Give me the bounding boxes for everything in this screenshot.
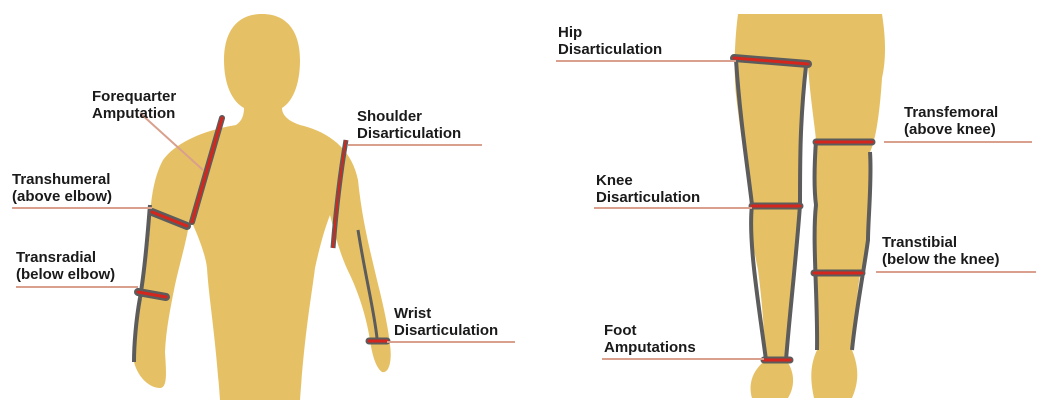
transtibial-label-line2: (below the knee): [882, 251, 1000, 268]
wrist-underline: [387, 341, 515, 343]
transradial-label-line1: Transradial: [16, 249, 115, 266]
knee-underline: [594, 207, 752, 209]
shoulder-label-line1: Shoulder: [357, 108, 461, 125]
shoulder-label-line2: Disarticulation: [357, 125, 461, 142]
transtibial-label-line1: Transtibial: [882, 234, 1000, 251]
transfemoral-label: Transfemoral (above knee): [904, 104, 998, 138]
foot-label-line2: Amputations: [604, 339, 696, 356]
hip-underline: [556, 60, 736, 62]
knee-label: Knee Disarticulation: [596, 172, 700, 206]
transfemoral-label-line1: Transfemoral: [904, 104, 998, 121]
transradial-underline: [16, 286, 138, 288]
transfemoral-underline: [884, 141, 1032, 143]
hip-label-line2: Disarticulation: [558, 41, 662, 58]
upper-body-silhouette: [133, 14, 390, 400]
transhumeral-underline: [12, 207, 152, 209]
shoulder-underline: [348, 144, 482, 146]
transradial-label: Transradial (below elbow): [16, 249, 115, 283]
hip-label-line1: Hip: [558, 24, 662, 41]
transhumeral-label-line2: (above elbow): [12, 188, 112, 205]
upper-body-figure: [133, 14, 390, 400]
transhumeral-label-line1: Transhumeral: [12, 171, 112, 188]
transhumeral-label: Transhumeral (above elbow): [12, 171, 112, 205]
wrist-label-line2: Disarticulation: [394, 322, 498, 339]
foot-label-line1: Foot: [604, 322, 696, 339]
forequarter-label: Forequarter Amputation: [92, 88, 176, 122]
shoulder-label: Shoulder Disarticulation: [357, 108, 461, 142]
lower-body-figure: [734, 14, 885, 398]
knee-label-line2: Disarticulation: [596, 189, 700, 206]
wrist-label: Wrist Disarticulation: [394, 305, 498, 339]
transradial-cut: [138, 292, 166, 297]
transradial-label-line2: (below elbow): [16, 266, 115, 283]
foot-label: Foot Amputations: [604, 322, 696, 356]
foot-underline: [602, 358, 764, 360]
knee-label-line1: Knee: [596, 172, 700, 189]
transtibial-label: Transtibial (below the knee): [882, 234, 1000, 268]
wrist-label-line1: Wrist: [394, 305, 498, 322]
transfemoral-label-line2: (above knee): [904, 121, 998, 138]
forequarter-label-line1: Forequarter: [92, 88, 176, 105]
transtibial-underline: [876, 271, 1036, 273]
forequarter-label-line2: Amputation: [92, 105, 176, 122]
hip-label: Hip Disarticulation: [558, 24, 662, 58]
